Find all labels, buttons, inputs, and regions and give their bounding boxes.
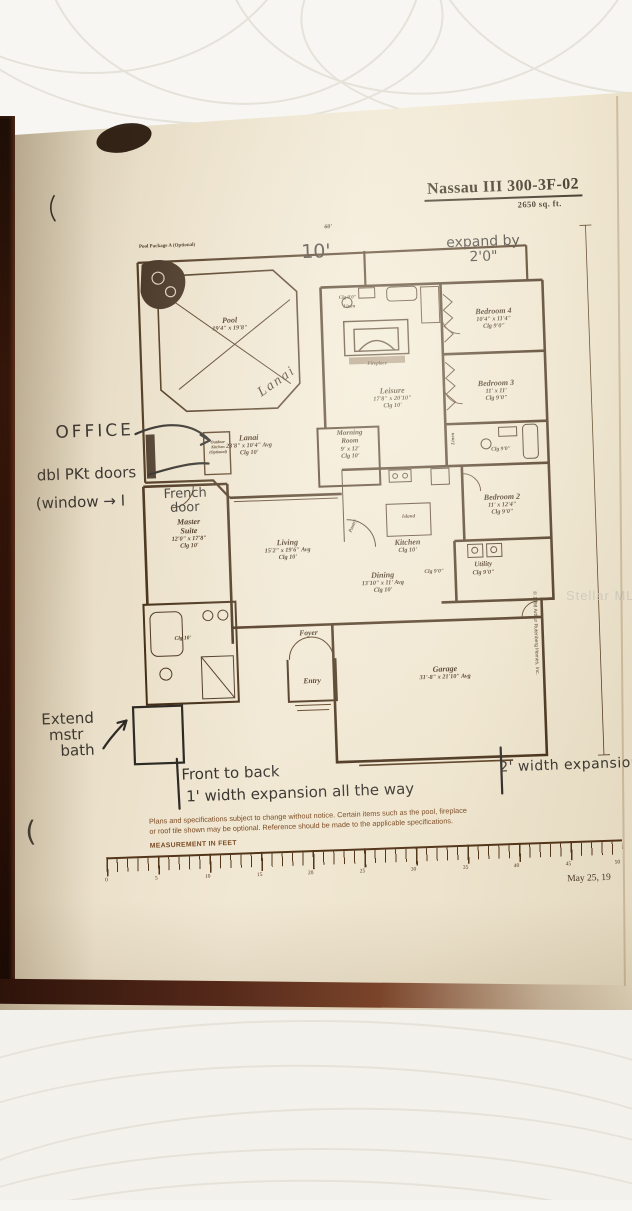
room-label-bedroom2: Bedroom 2 11' x 12'4" Clg 9'0" [460, 491, 545, 517]
handwritten-extend-bath-note: Extend mstr bath [41, 709, 95, 760]
ruler-number: 10 [204, 873, 211, 880]
outdoor-kitchen-label: Outdoor Kitchen (Optional) [204, 439, 232, 455]
ruler-number: 40 [513, 862, 520, 870]
extend-line3: bath [60, 740, 95, 760]
linen-label-hall: Linen [450, 432, 457, 445]
room-label-garage: Garage 31'-8" x 21'10" Avg [402, 663, 489, 682]
pen-marks [50, 194, 504, 810]
room-label-pool: Pool 19'4" x 19'8" [196, 315, 263, 333]
room-label-bedroom4: Bedroom 4 10'4" x 11'4" Clg 9'0" [451, 305, 536, 331]
handwritten-office-label: OFFICE [55, 420, 135, 443]
wall-details [202, 224, 610, 767]
handwritten-parenthesis-mark: ( [24, 814, 37, 849]
french-door-line2: door [169, 499, 200, 516]
ruler-number: 50 [614, 859, 621, 866]
ceiling-label-bath: Clg 9'0" [491, 445, 511, 453]
fireplace-icon [342, 318, 410, 365]
ceiling-label-top-bath: Clg 9'0" [338, 295, 357, 301]
room-label-bedroom3: Bedroom 3 11' x 11' Clg 9'0" [454, 377, 539, 403]
handwritten-pocket-doors-note: dbl PKt doors [36, 463, 137, 485]
bath-fixtures [149, 285, 539, 700]
mls-watermark: Stellar MLS [566, 588, 632, 603]
dimension-60ft-label: 60' [324, 224, 333, 231]
plan-date: May 25, 19 [567, 872, 611, 885]
ceiling-label-master-bath: Clg 10' [174, 635, 192, 642]
handwritten-french-door-note: French door [163, 486, 207, 516]
room-label-dining: Dining 13'10" x 11' Avg Clg 10' [340, 569, 425, 595]
room-label-foyer: Foyer [299, 627, 318, 638]
room-label-entry: Entry [303, 675, 322, 686]
ruler-number: 5 [154, 875, 158, 882]
pool-cage-walls [136, 244, 529, 499]
room-label-kitchen: Kitchen Clg 10' [377, 537, 438, 555]
quilt-seam [0, 1020, 632, 1200]
ruler-number: 15 [256, 871, 263, 879]
quilt-seam [0, 1148, 632, 1200]
outdoor-kitchen-line3: (Optional) [209, 448, 228, 455]
ceiling-label-hall: Clg 9'0" [424, 568, 444, 576]
handwritten-top-dimension: 10' [300, 240, 332, 264]
ruler-number: 25 [359, 868, 366, 875]
mattress-fabric-bottom [0, 980, 632, 1200]
binder-spine [0, 116, 15, 1002]
room-label-utility: Utility Clg 9'0" [455, 560, 511, 577]
room-label-living: Living 15'2" x 19'6" Avg Clg 10' [247, 536, 328, 562]
room-label-master-suite: Master Suite 12'0" x 17'8" Clg 10' [156, 516, 221, 551]
ruler-number: 0 [104, 877, 108, 884]
handwritten-window-note: (window → I [35, 491, 126, 513]
plan-square-footage: 2650 sq. ft. [517, 198, 562, 210]
ruler-number: 30 [410, 866, 417, 873]
pool-outline [156, 269, 301, 413]
handwritten-expand-note: expand by 2'0" [441, 233, 526, 265]
kitchen-fixtures [341, 467, 450, 547]
spa-rocks [140, 259, 186, 310]
ruler-number: 35 [462, 864, 469, 871]
room-label-leisure: Leisure 17'8" x 20'10" Clg 10' [356, 385, 429, 411]
handwritten-front-to-back-note: Front to back [181, 762, 280, 784]
linen-label-top: Linen [343, 304, 356, 310]
pocket-door-block [145, 434, 157, 479]
room-label-morning-room: Morning Room 9' x 12' Clg 10' [321, 428, 378, 461]
ruler-number: 20 [307, 870, 314, 877]
ruler-number: 45 [565, 861, 572, 868]
house-walls [142, 278, 555, 764]
door-arcs [172, 316, 538, 618]
